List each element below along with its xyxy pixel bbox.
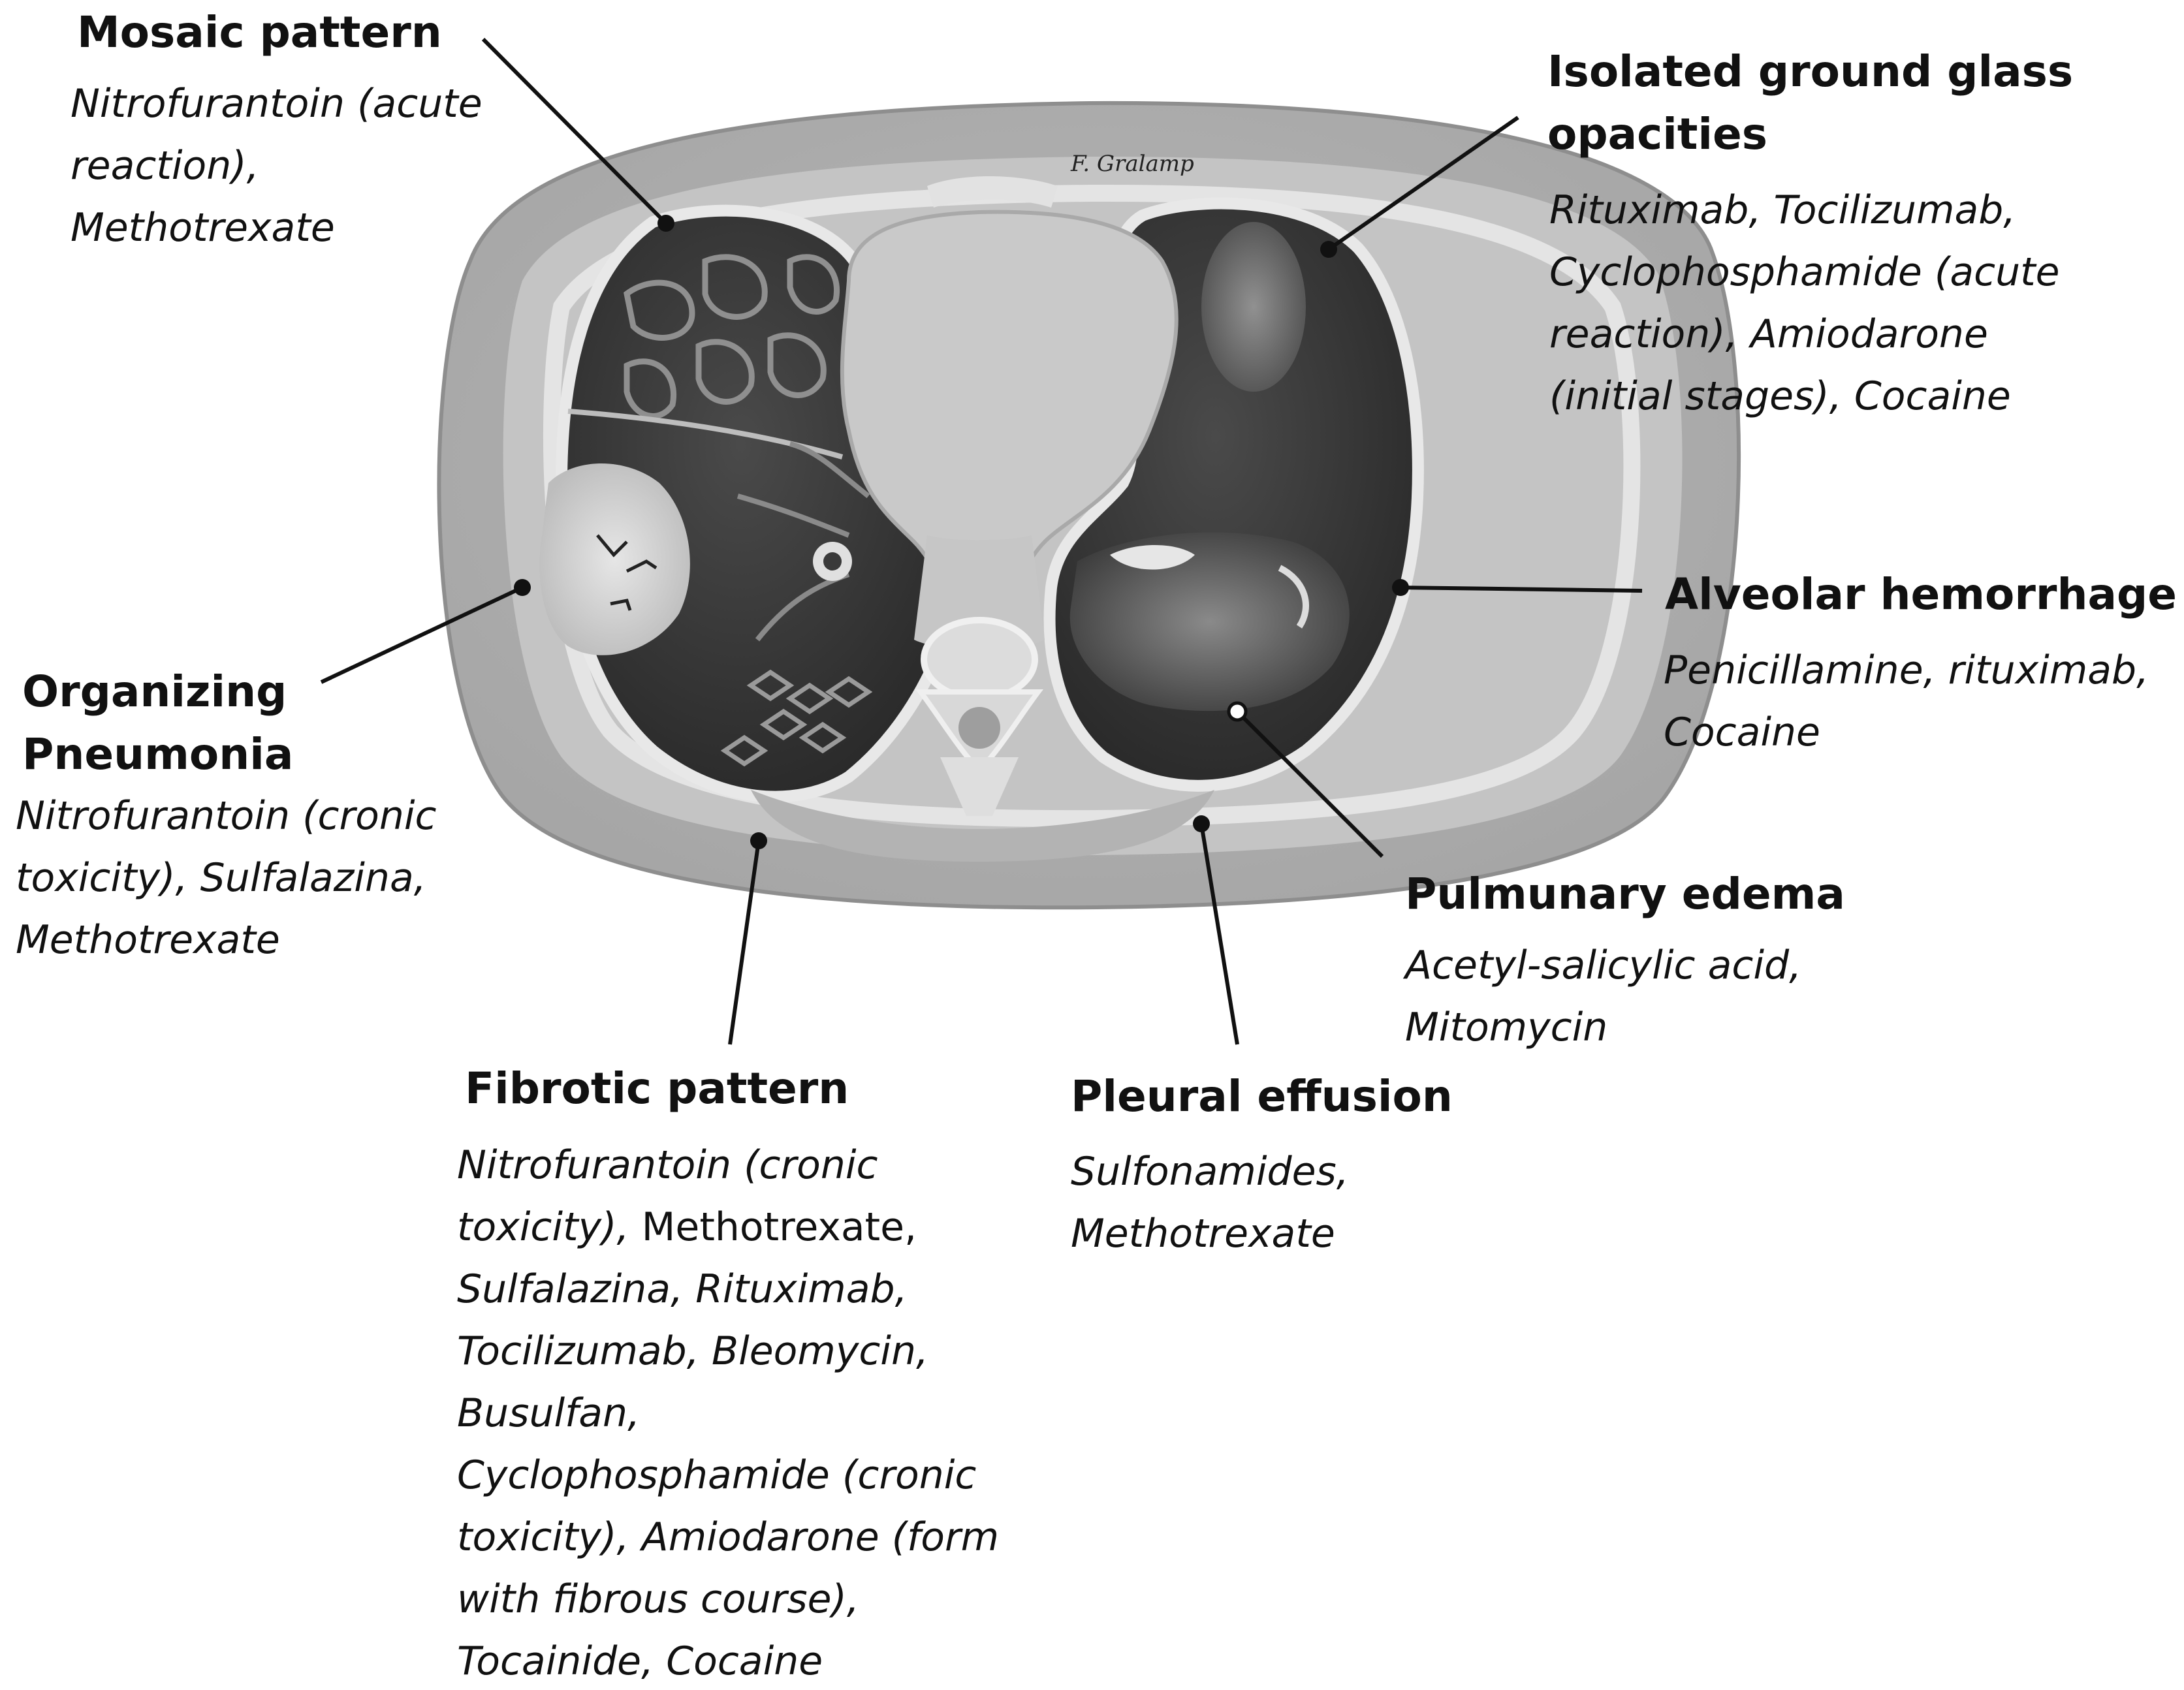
mediastinum-lower	[914, 535, 1045, 649]
leader-pleural	[1199, 823, 1239, 1045]
fibrotic-title: Fibrotic pattern	[465, 1063, 849, 1114]
signature: F. Gralamp	[1070, 151, 1194, 177]
fibrotic-drug-upright: Methotrexate,	[629, 1204, 917, 1250]
sternum	[927, 176, 1058, 208]
ggo-title-line: Isolated ground glass	[1547, 46, 2074, 97]
mosaic-drugs: Nitrofurantoin (acute reaction), Methotr…	[71, 73, 483, 259]
leader-ggo	[1327, 116, 1519, 251]
air-bronchogram	[596, 534, 657, 611]
leader-organizing	[320, 586, 524, 684]
fibrotic-drug-line: toxicity), Amiodarone (form	[457, 1514, 1000, 1560]
pleural-drug-line: Methotrexate	[1071, 1211, 1335, 1257]
leader-edema	[1235, 710, 1384, 858]
ggo-region	[1201, 222, 1306, 392]
rib-cage	[543, 184, 1641, 828]
edema-crescent	[1278, 565, 1309, 629]
organizing-drug-line: Methotrexate	[16, 917, 280, 963]
mosaic-title: Mosaic pattern	[77, 7, 442, 57]
organizing-opacity	[539, 463, 690, 655]
pleural-drugs: Sulfonamides, Methotrexate	[1071, 1141, 1349, 1265]
vertebra	[915, 617, 1043, 816]
alveolar-title: Alveolar hemorrhage	[1665, 569, 2177, 619]
mosaic-drug-line: Methotrexate	[71, 205, 335, 251]
ggo-drug-line: Cyclophosphamide (acute	[1549, 249, 2060, 295]
mosaic-texture	[624, 254, 840, 419]
organizing-drugs: Nitrofurantoin (cronic toxicity), Sulfal…	[16, 785, 437, 971]
organizing-title-line: Pneumonia	[22, 729, 294, 779]
edema-drug-line: Mitomycin	[1405, 1005, 1608, 1050]
edema-drug-line: Acetyl-salicylic acid,	[1405, 943, 1802, 988]
edema-drugs: Acetyl-salicylic acid, Mitomycin	[1405, 935, 1801, 1059]
leader-dot-edema	[1227, 701, 1248, 722]
organizing-title: Organizing Pneumonia	[22, 661, 293, 786]
fibrotic-drug-line: toxicity), Methotrexate,	[457, 1197, 999, 1259]
fibrotic-drugs: Nitrofurantoin (cronic toxicity), Methot…	[457, 1134, 999, 1690]
mediastinum	[840, 210, 1179, 623]
ggo-drug-line: (initial stages), Cocaine	[1549, 373, 2011, 419]
alveolar-drugs: Penicillamine, rituximab, Cocaine	[1664, 640, 2149, 764]
ggo-title: Isolated ground glass opacities	[1547, 40, 2073, 166]
fibrotic-drug-line: Nitrofurantoin (cronic	[457, 1142, 878, 1188]
fibrotic-drug-part: toxicity),	[457, 1204, 629, 1250]
fibrotic-drug-line: Busulfan,	[457, 1390, 641, 1436]
mosaic-group: Mosaic pattern	[77, 1, 442, 64]
leader-alveolar	[1400, 586, 1643, 593]
organizing-drug-line: Nitrofurantoin (cronic	[16, 793, 437, 839]
fibrotic-drug-line: Cyclophosphamide (cronic	[457, 1452, 977, 1498]
edema-title: Pulmunary edema	[1405, 869, 1845, 919]
fibrotic-drug-line: Tocainide, Cocaine	[457, 1638, 823, 1684]
alveolar-region	[1069, 532, 1350, 712]
pleural-title: Pleural effusion	[1071, 1071, 1453, 1121]
ggo-drug-line: reaction), Amiodarone	[1549, 311, 1988, 357]
organizing-title-line: Organizing	[22, 666, 287, 717]
fibrotic-drug-line: Sulfalazina, Rituximab,	[457, 1266, 908, 1312]
leader-lines	[320, 37, 1643, 1045]
leader-fibrotic	[728, 840, 761, 1045]
mosaic-drug-line: Nitrofurantoin (acute	[71, 81, 483, 127]
mosaic-drug-line: reaction),	[71, 143, 259, 189]
leader-mosaic	[481, 37, 668, 225]
alveolar-drug-line: Penicillamine, rituximab,	[1664, 648, 2149, 693]
vessel-lumen	[823, 552, 842, 571]
alveolar-drug-line: Cocaine	[1664, 710, 1820, 755]
honeycomb-texture	[720, 669, 873, 767]
pleural-drug-line: Sulfonamides,	[1071, 1149, 1349, 1195]
bronchus-left	[1110, 545, 1195, 570]
ggo-title-line: opacities	[1547, 109, 1768, 159]
leader-dots	[514, 215, 1409, 849]
ggo-drugs: Rituximab, Tocilizumab, Cyclophosphamide…	[1549, 180, 2060, 428]
ggo-drug-line: Rituximab, Tocilizumab,	[1549, 187, 2016, 233]
fibrotic-drug-line: Tocilizumab, Bleomycin,	[457, 1328, 929, 1374]
back-muscles	[751, 790, 1214, 862]
organizing-drug-line: toxicity), Sulfalazina,	[16, 855, 426, 901]
fibrotic-drug-line: with fibrous course),	[457, 1576, 859, 1622]
